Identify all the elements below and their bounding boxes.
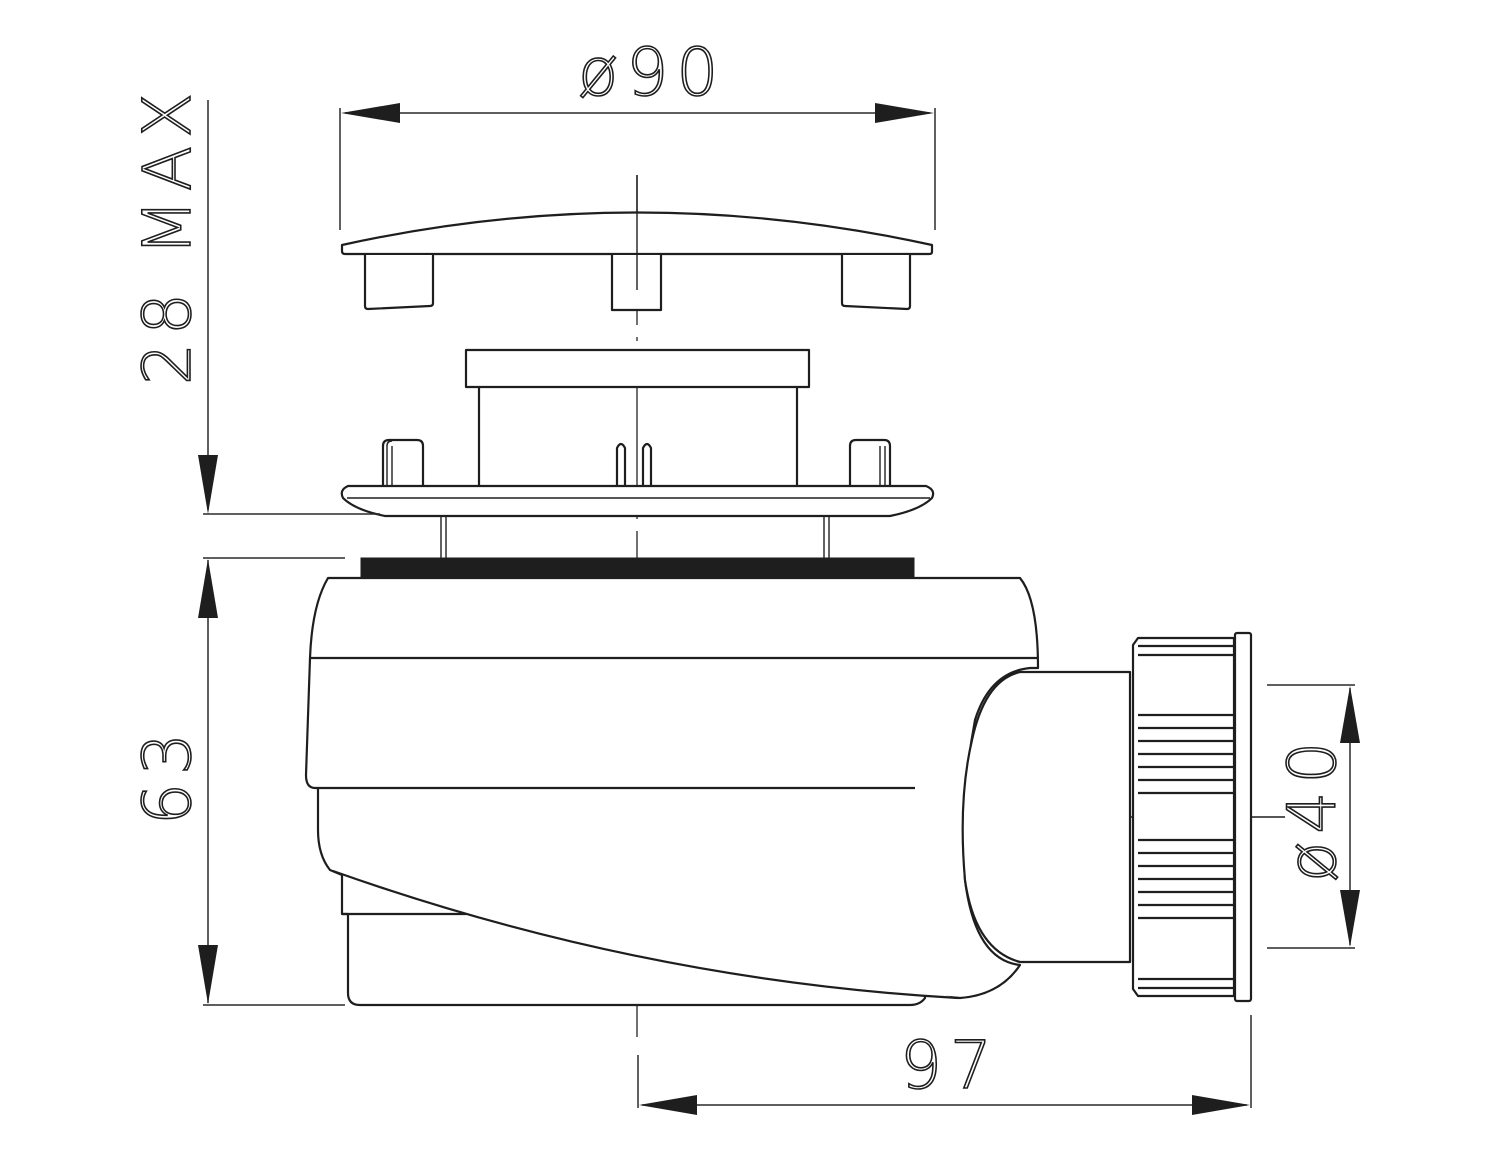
dimension-label-outlet-length: 97 [900, 1027, 1000, 1104]
outlet-nut [1131, 631, 1253, 1003]
dimension-outlet-diameter: ø40 [1267, 684, 1360, 949]
grate-insert [381, 348, 892, 486]
dimension-top-diameter: ø90 [339, 33, 936, 230]
outlet-pipe [961, 670, 1132, 964]
dimension-label-top-diameter: ø90 [578, 34, 726, 111]
rubber-gasket [360, 557, 915, 579]
dimension-cover-height: 28 MAX [128, 84, 380, 515]
nut-ribs [1138, 644, 1234, 990]
trap-body [304, 576, 1040, 1007]
dimension-body-height: 63 [128, 557, 345, 1006]
cover-cap [340, 175, 934, 312]
dimension-label-body-height: 63 [129, 725, 206, 825]
dimension-label-cover-height: 28 MAX [129, 85, 206, 385]
dimension-label-outlet-diameter: ø40 [1274, 734, 1351, 882]
dimension-outlet-length: 97 [637, 1015, 1252, 1115]
flange-ring [340, 484, 935, 558]
